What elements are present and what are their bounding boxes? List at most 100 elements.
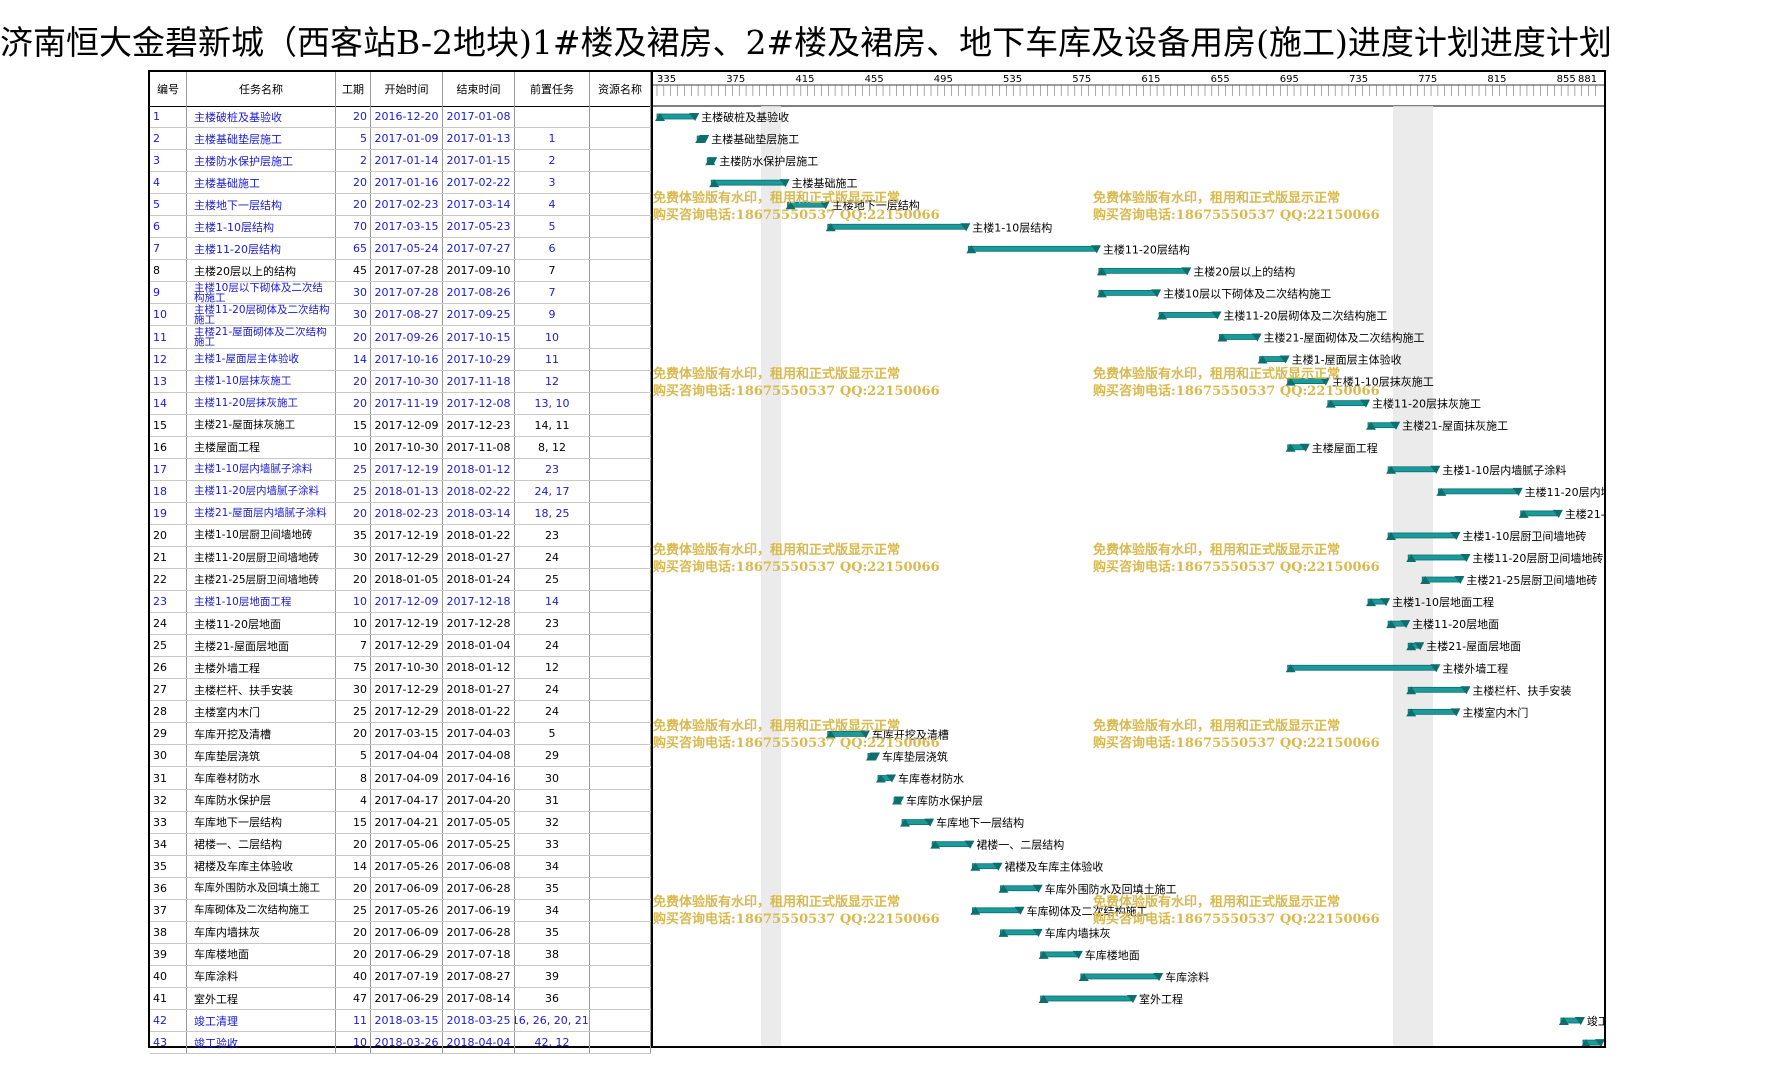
task-name: 主楼11-20层内墙腻子涂料 (187, 480, 336, 502)
task-resource (590, 106, 651, 127)
task-resource (590, 348, 651, 370)
bar-end-marker (1460, 554, 1471, 562)
task-id: 2 (150, 128, 187, 150)
task-resource (590, 988, 651, 1009)
col-header-id[interactable]: 编号 (150, 72, 187, 106)
task-id: 17 (150, 458, 187, 480)
col-header-name[interactable]: 任务名称 (187, 72, 336, 106)
task-end: 2017-04-08 (443, 745, 515, 767)
task-name: 车库楼地面 (187, 943, 336, 965)
task-start: 2017-10-16 (371, 348, 443, 370)
col-header-resources[interactable]: 资源名称 (590, 72, 651, 106)
watermark-line1: 免费体验版有水印，租用和正式版显示正常 (653, 190, 900, 206)
task-id: 1 (150, 106, 187, 127)
bar-label: 主楼1-10层抹灰施工 (1332, 375, 1434, 389)
bar-end-marker (1390, 421, 1401, 430)
task-resource (590, 569, 651, 591)
col-header-start[interactable]: 开始时间 (371, 72, 443, 106)
timescale-label: 655 (1211, 74, 1230, 85)
timescale-label: 375 (726, 74, 745, 85)
task-start: 2018-01-13 (371, 480, 443, 502)
task-duration: 10 (336, 613, 371, 635)
task-start: 2017-02-23 (371, 194, 443, 216)
task-predecessors: 30 (515, 767, 590, 789)
task-predecessors: 24, 17 (515, 480, 590, 502)
task-duration: 20 (336, 921, 371, 943)
task-end: 2017-06-28 (443, 877, 515, 899)
task-duration: 30 (336, 679, 371, 701)
task-name: 主楼10层以下砌体及二次结构施工 (187, 282, 336, 304)
task-start: 2017-01-16 (371, 172, 443, 194)
bar-start-marker (970, 862, 981, 871)
bar-label: 主楼21-屋面层地面 (1426, 639, 1521, 653)
task-id: 33 (150, 811, 187, 833)
bar-label: 主楼室内木门 (1462, 705, 1528, 719)
task-id: 34 (150, 833, 187, 855)
task-predecessors: 34 (515, 855, 590, 877)
task-id: 12 (150, 348, 187, 370)
col-header-duration[interactable]: 工期 (336, 72, 371, 106)
bar-end-marker (1414, 642, 1425, 651)
col-header-end[interactable]: 结束时间 (443, 72, 515, 106)
col-header-predecessors[interactable]: 前置任务 (515, 72, 590, 106)
task-resource (590, 811, 651, 833)
bar-start-marker (930, 840, 941, 849)
task-predecessors (515, 106, 590, 127)
watermark-line2: 购买咨询电话:18675550537 QQ:22150066 (653, 735, 940, 751)
task-name: 车库防水保护层 (187, 789, 336, 811)
bar-end-marker (1552, 509, 1563, 518)
task-predecessors: 10 (515, 326, 590, 348)
bar-label: 主楼屋面工程 (1312, 441, 1378, 455)
task-bar (971, 907, 1021, 914)
task-start: 2017-04-04 (371, 745, 443, 767)
task-id: 18 (150, 480, 187, 502)
task-id: 43 (150, 1032, 187, 1054)
task-name: 主楼21-屋面层地面 (187, 635, 336, 657)
watermark-line2: 购买咨询电话:18675550537 QQ:22150066 (653, 383, 940, 399)
bar-label: 主楼1-10层地面工程 (1392, 595, 1494, 609)
